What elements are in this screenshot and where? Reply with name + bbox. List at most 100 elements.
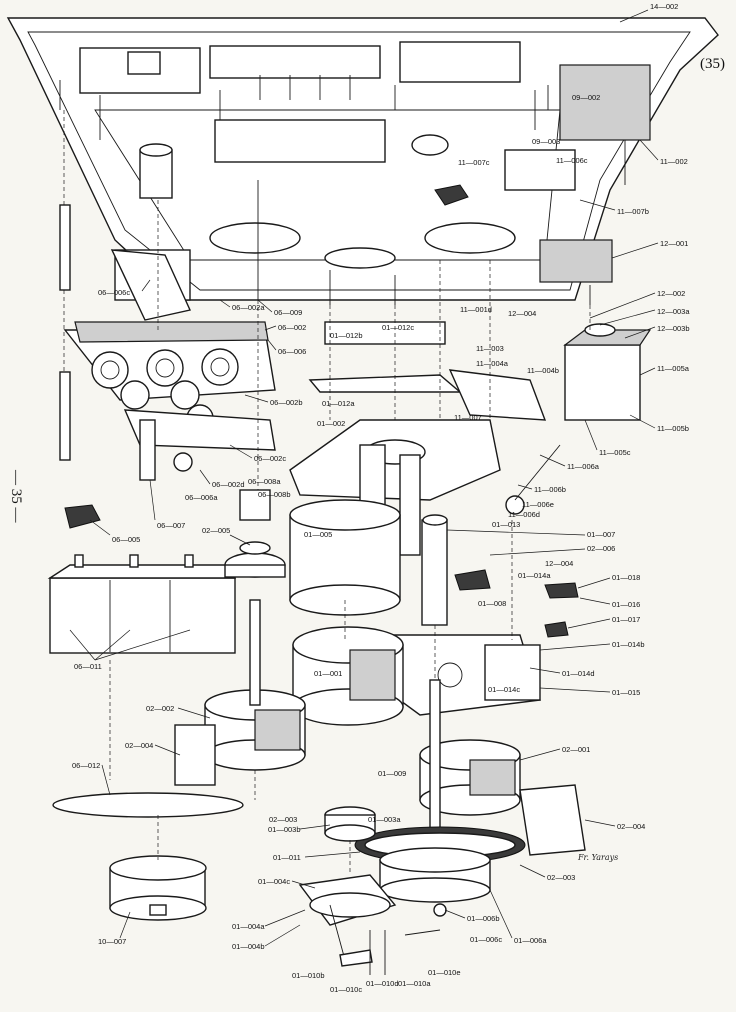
label-02-001: 02—001 (562, 745, 590, 754)
label-06-006a: 06—006a (185, 493, 218, 502)
assembly-guides (63, 110, 591, 875)
label-06-002b: 06—002b (270, 398, 303, 407)
label-01-010c: 01—010c (330, 985, 362, 994)
label-01-014a: 01—014a (518, 571, 551, 580)
label-01-018: 01—018 (612, 573, 640, 582)
label-11-001d: 11—001d (460, 305, 492, 314)
label-11-004a: 11—004a (476, 359, 509, 368)
label-11-006c: 11—006c (556, 156, 588, 165)
label-01-014c: 01—014c (488, 685, 520, 694)
motor-01-001 (292, 626, 404, 726)
label-06-005: 06—005 (112, 535, 140, 544)
part-labels: 14—002 09—002 09—003 11—007c 11—006c 11—… (69, 2, 690, 994)
label-12-001: 12—001 (660, 239, 688, 248)
label-01-010b: 01—010b (292, 971, 325, 980)
label-01-002: 01—002 (317, 419, 345, 428)
label-01-012b: 01—012b (330, 331, 363, 340)
label-01-005: 01—005 (304, 530, 332, 539)
motor-02-001 (419, 679, 586, 856)
label-11-003: 11—003 (476, 344, 504, 353)
label-06-006: 06—006 (278, 347, 306, 356)
label-01-004a: 01—004a (232, 922, 265, 931)
label-01-013: 01—013 (492, 520, 520, 529)
label-11-007: 11—007 (454, 413, 482, 422)
label-11-006b: 11—006b (534, 485, 566, 494)
label-01-004b: 01—004b (232, 942, 265, 951)
label-12-003a: 12—003a (657, 307, 690, 316)
arm-assembly-01-004 (298, 874, 447, 975)
label-01-003b: 01—003b (268, 825, 301, 834)
chassis-plate (6, 17, 719, 305)
label-06-008a: 06—008a (248, 477, 281, 486)
label-02-004: 02—004 (125, 741, 153, 750)
label-01-001: 01—001 (314, 669, 342, 678)
label-01-010d: 01—010d (366, 979, 399, 988)
label-06-007: 06—007 (157, 521, 185, 530)
label-10-007: 10—007 (98, 937, 126, 946)
label-12-004: 12—004 (508, 309, 536, 318)
label-06-009: 06—009 (274, 308, 302, 317)
label-06-002c: 06—002c (254, 454, 286, 463)
label-01-003a: 01—003a (368, 815, 401, 824)
cylinder-01-005 (289, 499, 448, 626)
label-01-006c: 01—006c (470, 935, 502, 944)
label-01-011: 01—011 (273, 853, 301, 862)
label-01-010a: 01—010a (398, 979, 431, 988)
label-01-015: 01—015 (612, 688, 640, 697)
page-number: (35) (700, 56, 725, 72)
label-06-006c: 06—006c (98, 288, 130, 297)
label-01-004c: 01—004c (258, 877, 290, 886)
label-02-004-right: 02—004 (617, 822, 645, 831)
label-01-014d: 01—014d (562, 669, 595, 678)
label-01-012c: 01—012c (382, 323, 414, 332)
label-11-007c: 11—007c (458, 158, 490, 167)
label-01-010e: 01—010e (428, 968, 461, 977)
label-11-002: 11—002 (660, 157, 688, 166)
label-11-005a: 11—005a (657, 364, 690, 373)
label-11-005b: 11—005b (657, 424, 689, 433)
label-01-009: 01—009 (378, 769, 406, 778)
label-01-007: 01—007 (587, 530, 615, 539)
label-06-002d: 06—002d (212, 480, 245, 489)
label-11-005c: 11—005c (599, 448, 631, 457)
flywheel-10-007 (109, 855, 207, 921)
label-06-008b: 06—008b (258, 490, 291, 499)
label-11-006a: 11—006a (567, 462, 600, 471)
label-02-002: 02—002 (146, 704, 174, 713)
label-12-004-lower: 12—004 (545, 559, 573, 568)
label-02-006: 02—006 (587, 544, 615, 553)
label-12-002: 12—002 (657, 289, 685, 298)
label-11-004b: 11—004b (527, 366, 559, 375)
dial-board (59, 204, 276, 529)
label-09-002: 09—002 (572, 93, 600, 102)
label-01-006b: 01—006b (467, 914, 500, 923)
label-02-003: 02—003 (269, 815, 297, 824)
transformer-block (47, 489, 286, 654)
label-01-012a: 01—012a (322, 399, 355, 408)
label-01-017: 01—017 (612, 615, 640, 624)
label-06-002: 06—002 (278, 323, 306, 332)
label-02-005: 02—005 (202, 526, 230, 535)
label-06-012: 06—012 (72, 761, 100, 770)
label-11-006e: 11—006e (522, 500, 554, 509)
label-11-006d: 11—006d (508, 510, 540, 519)
label-01-016: 01—016 (612, 600, 640, 609)
label-02-003-right: 02—003 (547, 873, 575, 882)
choke-11-005 (448, 323, 652, 638)
label-01-006a: 01—006a (514, 936, 547, 945)
center-plate (289, 321, 501, 556)
label-06-011: 06—011 (74, 662, 102, 671)
label-06-002a: 06—002a (232, 303, 265, 312)
motor-02-002 (174, 599, 306, 786)
label-09-003: 09—003 (532, 137, 560, 146)
label-12-003b: 12—003b (657, 324, 690, 333)
label-14-002: 14—002 (650, 2, 678, 11)
label-11-007b: 11—007b (617, 207, 649, 216)
label-01-014b: 01—014b (612, 640, 645, 649)
side-page-number: — 35 — (8, 469, 24, 524)
label-01-008: 01—008 (478, 599, 506, 608)
belt-assembly (52, 792, 526, 903)
signature: Fr. Yarays (577, 853, 618, 862)
